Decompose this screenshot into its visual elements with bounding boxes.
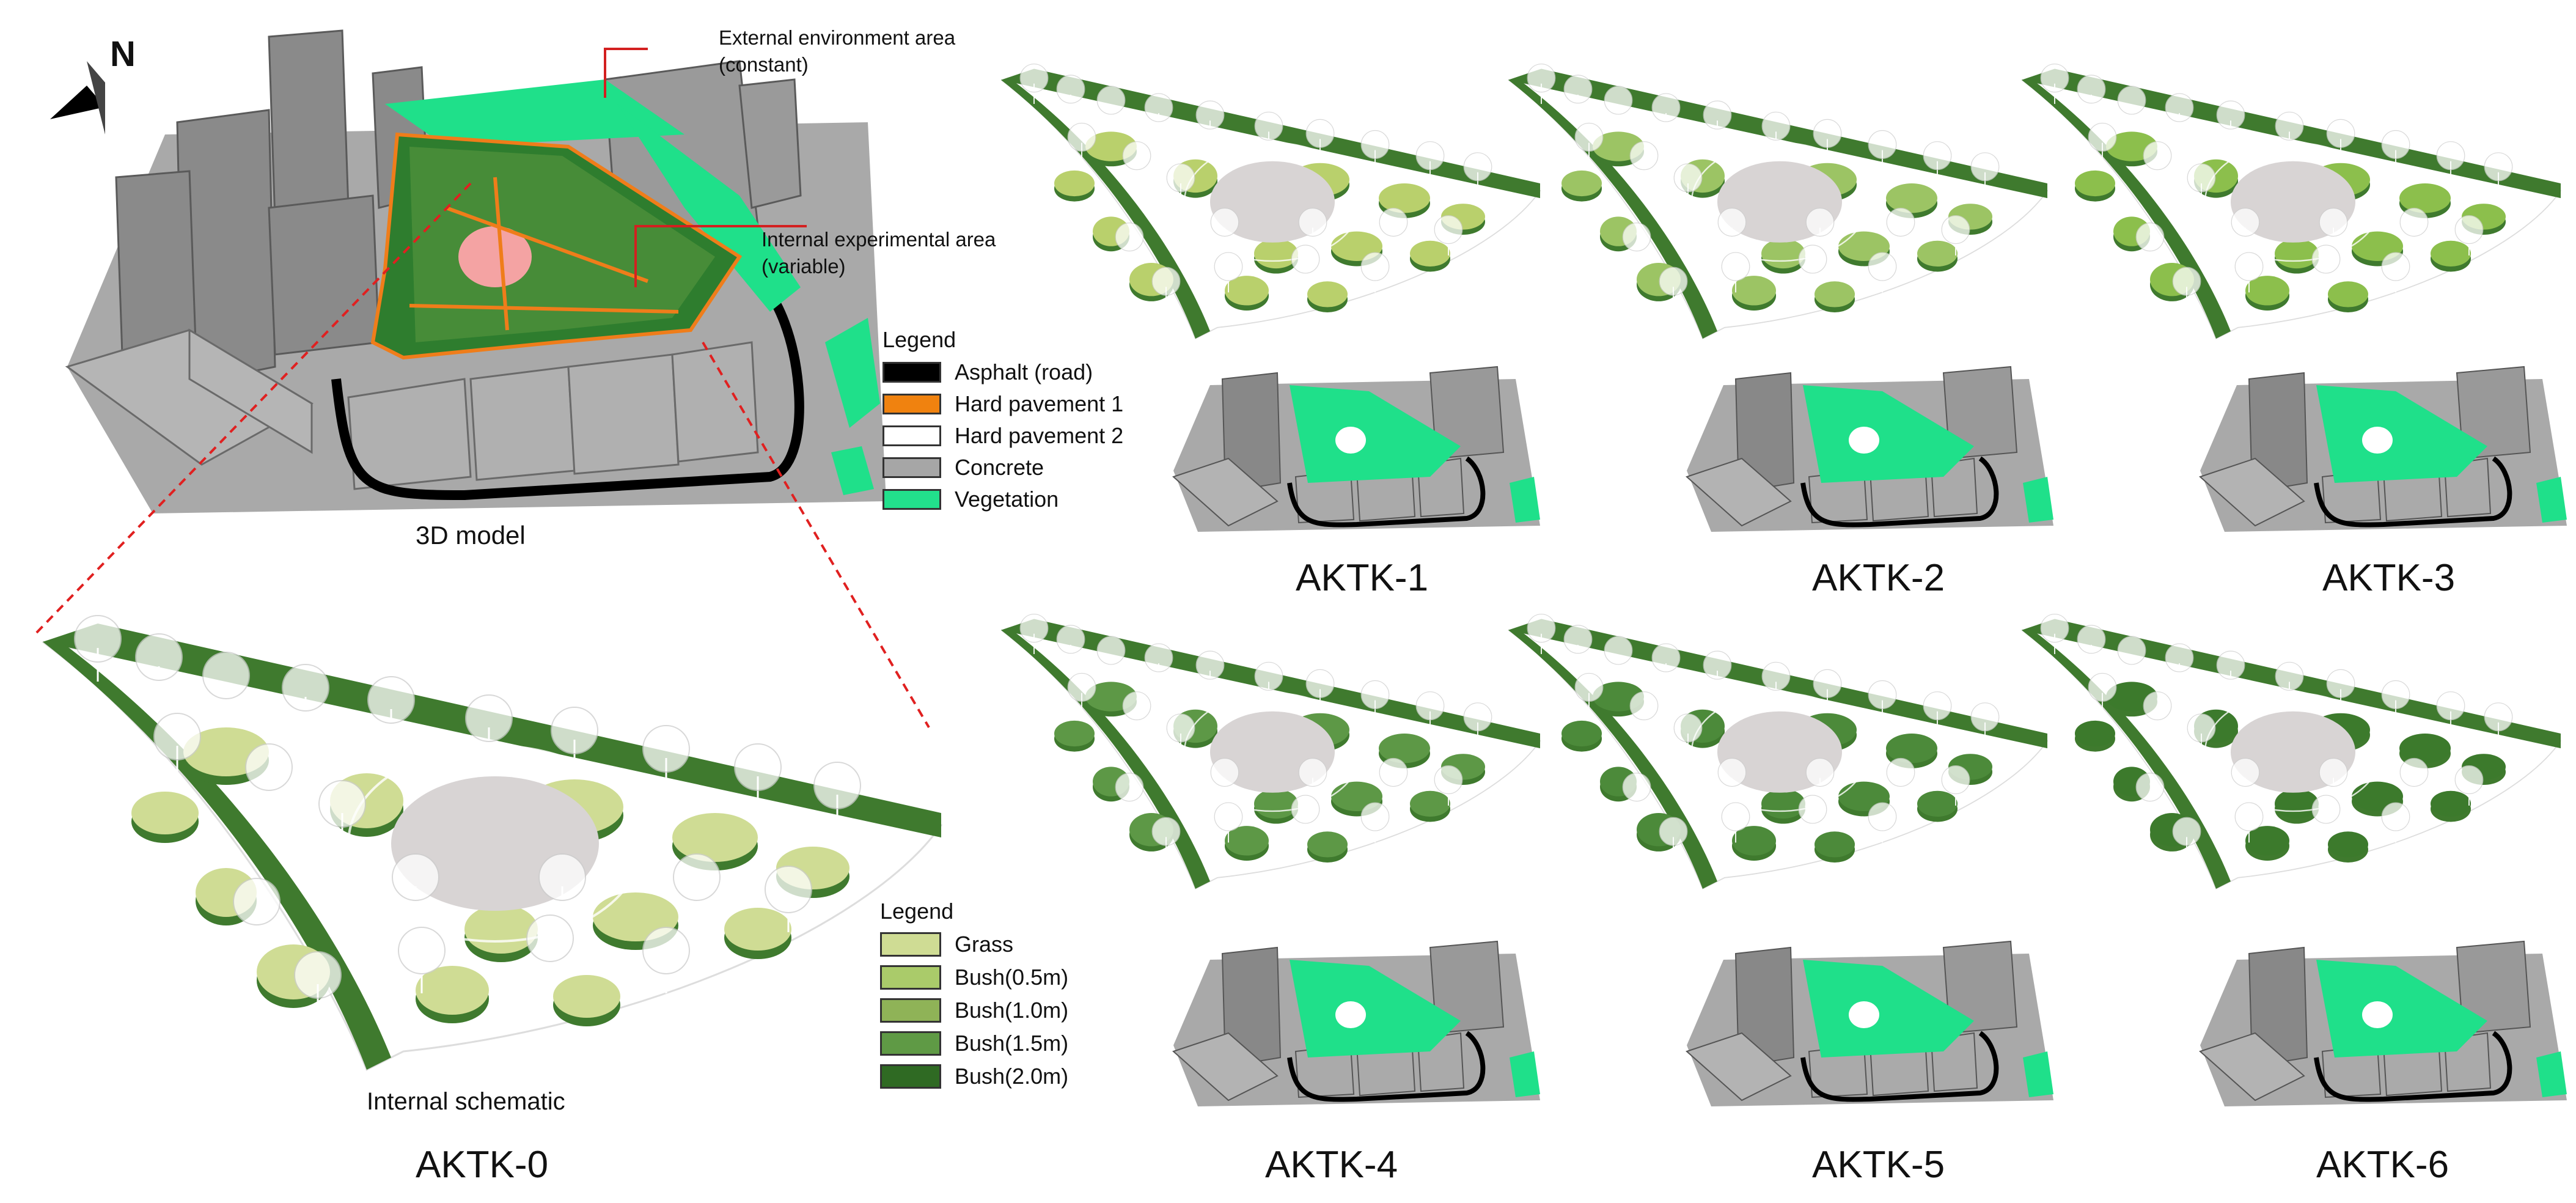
legend-material-swatch bbox=[883, 489, 941, 510]
legend-material-label: Hard pavement 1 bbox=[955, 391, 1124, 416]
legend-vegetation-swatch bbox=[880, 1064, 941, 1089]
scenario-mini-model-aktk-5 bbox=[1686, 940, 2053, 1106]
legend-material-item: Asphalt (road) bbox=[883, 356, 1123, 388]
legend-vegetation-label: Bush(1.0m) bbox=[955, 998, 1069, 1023]
legend-material-item: Hard pavement 2 bbox=[883, 420, 1123, 452]
north-arrow-icon bbox=[50, 61, 105, 134]
legend-vegetation-item: Bush(0.5m) bbox=[880, 961, 1068, 994]
scenario-schematic-aktk-6 bbox=[2021, 614, 2562, 890]
legend-vegetation-swatch bbox=[880, 1031, 941, 1056]
legend-material-swatch bbox=[883, 362, 941, 383]
scenario-label-aktk-4: AKTK-4 bbox=[1265, 1144, 1398, 1186]
legend-vegetation-item: Bush(1.0m) bbox=[880, 994, 1068, 1027]
scenario-mini-model-aktk-4 bbox=[1172, 940, 1540, 1106]
legend-vegetation-swatch bbox=[880, 965, 941, 990]
legend-vegetation-label: Grass bbox=[955, 932, 1014, 957]
north-compass: N bbox=[44, 34, 136, 138]
legend-material-label: Hard pavement 2 bbox=[955, 423, 1124, 448]
callout-internal-label: Internal experimental area (variable) bbox=[761, 228, 996, 278]
scenario-schematic-aktk-3 bbox=[2021, 64, 2562, 340]
legend-material-label: Asphalt (road) bbox=[955, 359, 1093, 384]
scenario-mini-model-aktk-3 bbox=[2199, 366, 2567, 532]
legend-vegetation-label: Bush(1.5m) bbox=[955, 1031, 1069, 1056]
legend-material-label: Vegetation bbox=[955, 487, 1059, 512]
legend-vegetation-swatch bbox=[880, 932, 941, 957]
city-3d-model: External environment area (constant) Int… bbox=[65, 24, 996, 513]
callout-external-label: External environment area (constant) bbox=[719, 26, 956, 76]
scenario-label-aktk-6: AKTK-6 bbox=[2316, 1144, 2449, 1186]
legend-material-item: Vegetation bbox=[883, 484, 1123, 515]
legend-material-item: Concrete bbox=[883, 452, 1123, 484]
scenario-label-aktk-3: AKTK-3 bbox=[2322, 557, 2456, 599]
scenario-label-aktk-2: AKTK-2 bbox=[1812, 557, 1945, 599]
model-3d-caption: 3D model bbox=[416, 521, 526, 550]
scenario-mini-model-aktk-2 bbox=[1686, 366, 2053, 532]
legend-vegetation-label: Bush(2.0m) bbox=[955, 1064, 1069, 1089]
legend-vegetation-item: Bush(1.5m) bbox=[880, 1027, 1068, 1060]
legend-material-label: Concrete bbox=[955, 455, 1044, 480]
scenario-label-aktk-1: AKTK-1 bbox=[1296, 557, 1429, 599]
schematic-caption: Internal schematic bbox=[367, 1088, 565, 1115]
scenario-mini-model-aktk-6 bbox=[2199, 940, 2567, 1106]
scenario-schematic-aktk-2 bbox=[1508, 64, 2049, 340]
legend-vegetation-swatch bbox=[880, 998, 941, 1023]
legend-vegetation-title: Legend bbox=[880, 899, 954, 924]
scenario-schematic-aktk-5 bbox=[1508, 614, 2049, 890]
internal-schematic bbox=[24, 550, 943, 1076]
north-label: N bbox=[110, 34, 136, 74]
legend-vegetation-label: Bush(0.5m) bbox=[955, 965, 1069, 990]
legend-vegetation-item: Grass bbox=[880, 928, 1068, 961]
scenario-mini-model-aktk-1 bbox=[1172, 366, 1540, 532]
legend-material-swatch bbox=[883, 394, 941, 414]
legend-material-swatch bbox=[883, 457, 941, 478]
scenario-label-aktk-0: AKTK-0 bbox=[416, 1144, 549, 1186]
legend-material-item: Hard pavement 1 bbox=[883, 388, 1123, 420]
legend-material-swatch bbox=[883, 425, 941, 446]
scenario-schematic-aktk-1 bbox=[1000, 64, 1541, 340]
legend-vegetation-item: Bush(2.0m) bbox=[880, 1060, 1068, 1093]
scenario-label-aktk-5: AKTK-5 bbox=[1812, 1144, 1945, 1186]
scenario-schematic-aktk-4 bbox=[1000, 614, 1541, 890]
